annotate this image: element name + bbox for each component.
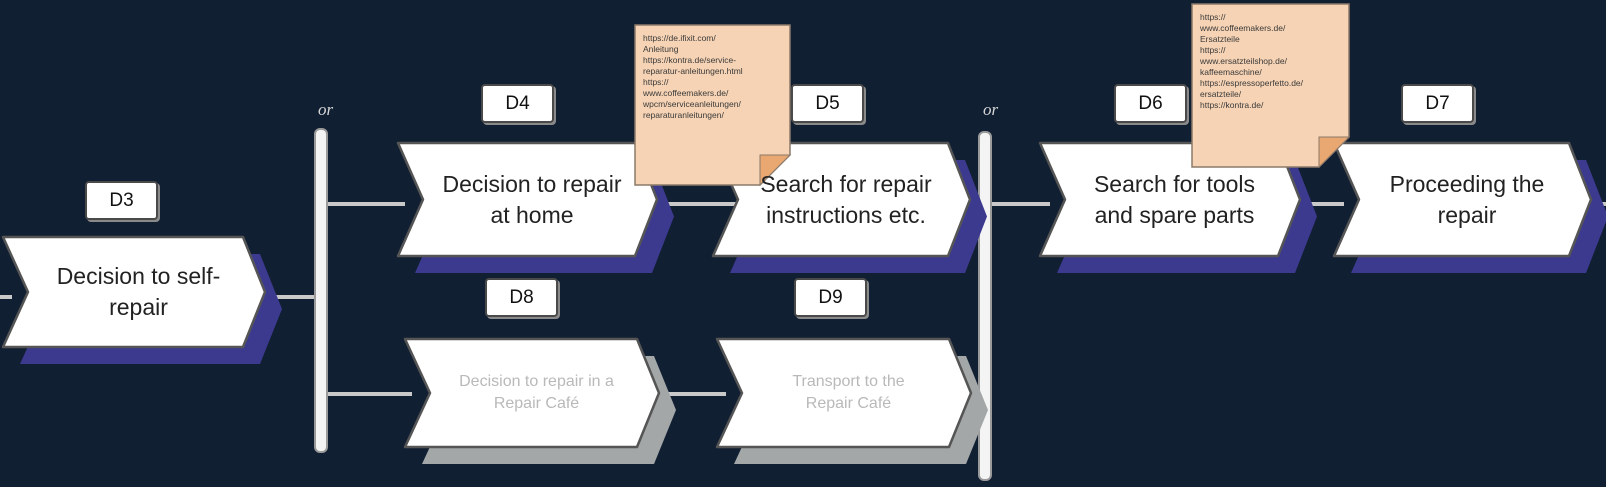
gateway-bar (978, 131, 992, 481)
step-d3-tag: D3 (85, 181, 158, 220)
step-d5-tag: D5 (791, 84, 864, 123)
step-d3-shape (1, 235, 267, 349)
step-d8-tag: D8 (485, 278, 558, 317)
note-spare-parts-links: https:// www.coffeemakers.de/ Ersatzteil… (1200, 12, 1304, 110)
step-d7-shape (1332, 141, 1593, 258)
step-d5-shape (711, 141, 972, 258)
step-shapes (1, 141, 1606, 464)
note-fold (1318, 136, 1351, 169)
step-d4-label: Decision to repair at home (442, 170, 622, 228)
step-d4-tag: D4 (481, 84, 554, 123)
step-d9-tag: D9 (794, 278, 867, 317)
gateway-or-label: or (983, 100, 999, 119)
step-d7-label: Proceeding the repair (1389, 170, 1545, 228)
note-shapes (634, 3, 1351, 187)
note-repair-instructions-links: https://de.ifixit.com/ Anleitung https:/… (643, 33, 743, 120)
step-d9-shape (715, 337, 973, 449)
step-d6-label: Search for tools and spare parts (1093, 170, 1256, 228)
step-d8-label: Decision to repair in a Repair Café (459, 373, 614, 412)
step-d6-tag: D6 (1114, 84, 1187, 123)
step-d3-label: Decision to self- repair (56, 263, 221, 320)
gateway-bar (314, 128, 328, 453)
step-d8-shape (403, 337, 661, 449)
step-d7-tag: D7 (1401, 84, 1474, 123)
note-fold (759, 154, 792, 187)
step-d9-label: Transport to the Repair Café (792, 373, 905, 412)
step-d5-label: Search for repair instructions etc. (760, 170, 932, 228)
gateway-or-label: or (318, 100, 334, 119)
